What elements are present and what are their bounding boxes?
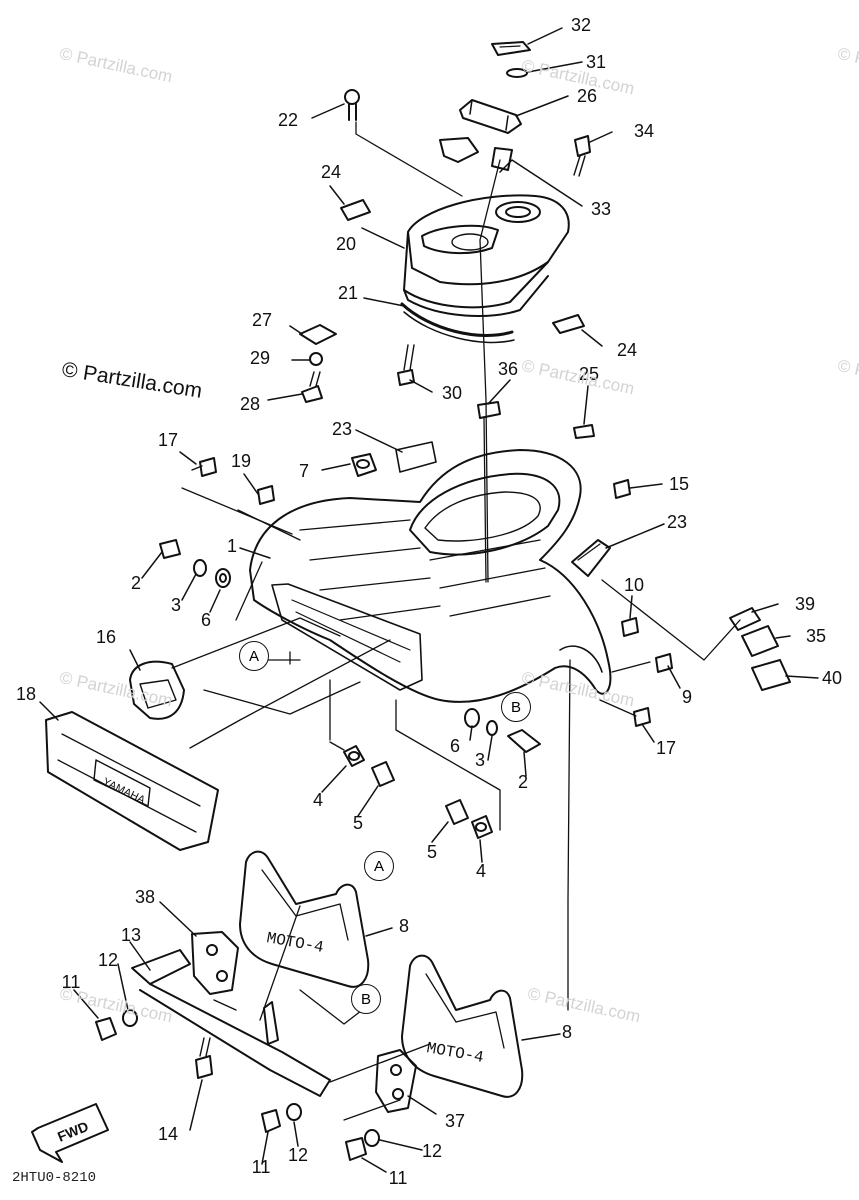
diagram-code: 2HTU0-8210 [12, 1170, 97, 1186]
ref-circle-b: B [501, 692, 531, 722]
callout-2: 2 [130, 573, 142, 593]
assembly-axes [171, 121, 741, 1121]
callout-23: 23 [331, 419, 353, 439]
callout-10: 10 [623, 575, 645, 595]
callout-38: 38 [134, 887, 156, 907]
callout-30: 30 [441, 383, 463, 403]
small-hardware-left [299, 324, 337, 403]
callout-13: 13 [120, 925, 142, 945]
callout-22: 22 [277, 110, 299, 130]
mud-flap-left: MOTO-4 [239, 850, 370, 988]
callout-12: 12 [97, 950, 119, 970]
callout-3: 3 [170, 595, 182, 615]
rear-fender [249, 449, 612, 703]
callout-19: 19 [230, 451, 252, 471]
callout-12-c: 12 [421, 1141, 443, 1161]
callout-2-b: 2 [517, 772, 529, 792]
fwd-label: FWD [55, 1118, 91, 1145]
callout-9: 9 [681, 687, 693, 707]
callout-26: 26 [576, 86, 598, 106]
callout-32: 32 [570, 15, 592, 35]
callout-5-b: 5 [426, 842, 438, 862]
tank-cap-parts [340, 41, 591, 334]
callout-11-b: 11 [251, 1157, 271, 1177]
mudflap-lettering-left: MOTO-4 [265, 929, 325, 957]
callout-34: 34 [633, 121, 655, 141]
callout-4: 4 [312, 790, 324, 810]
callout-16: 16 [95, 627, 117, 647]
callout-39: 39 [794, 594, 816, 614]
callout-6-b: 6 [449, 736, 461, 756]
callout-18: 18 [15, 684, 37, 704]
callout-36: 36 [497, 359, 519, 379]
callout-6: 6 [200, 610, 212, 630]
callout-27: 27 [251, 310, 273, 330]
reflector-lettering: YAMAHA [101, 776, 148, 807]
callout-17-b: 17 [655, 738, 677, 758]
callout-7: 7 [298, 461, 310, 481]
callout-24: 24 [320, 162, 342, 182]
callout-17: 17 [157, 430, 179, 450]
callout-40: 40 [821, 668, 843, 688]
callout-31: 31 [585, 52, 607, 72]
callout-23-b: 23 [666, 512, 688, 532]
mud-flap-right: MOTO-4 [401, 954, 524, 1098]
callout-25: 25 [578, 364, 600, 384]
ref-circle-a: A [239, 641, 269, 671]
callout-4-b: 4 [475, 861, 487, 881]
fender-hardware [159, 401, 791, 727]
callout-11: 11 [61, 972, 81, 992]
callout-3-b: 3 [474, 750, 486, 770]
callout-33: 33 [590, 199, 612, 219]
fwd-arrow-icon: FWD [31, 1103, 109, 1163]
callout-21: 21 [337, 283, 359, 303]
callout-14: 14 [157, 1124, 179, 1144]
callout-29: 29 [249, 348, 271, 368]
callout-35: 35 [805, 626, 827, 646]
callout-8-b: 8 [561, 1022, 573, 1042]
callout-24-b: 24 [616, 340, 638, 360]
callout-28: 28 [239, 394, 261, 414]
callout-11-c: 11 [388, 1168, 408, 1188]
fuel-tank-cover [397, 194, 570, 386]
flap-brackets [95, 931, 417, 1161]
ref-circle-b-2: B [351, 984, 381, 1014]
leader-lines [39, 27, 819, 1173]
callout-37: 37 [444, 1111, 466, 1131]
callout-20: 20 [335, 234, 357, 254]
callout-8: 8 [398, 916, 410, 936]
mudflap-lettering-right: MOTO-4 [425, 1039, 485, 1067]
callout-15: 15 [668, 474, 690, 494]
mount-bushings [343, 708, 541, 839]
callout-12-b: 12 [287, 1145, 309, 1165]
callout-1: 1 [226, 536, 238, 556]
callout-5: 5 [352, 813, 364, 833]
ref-circle-a-2: A [364, 851, 394, 881]
